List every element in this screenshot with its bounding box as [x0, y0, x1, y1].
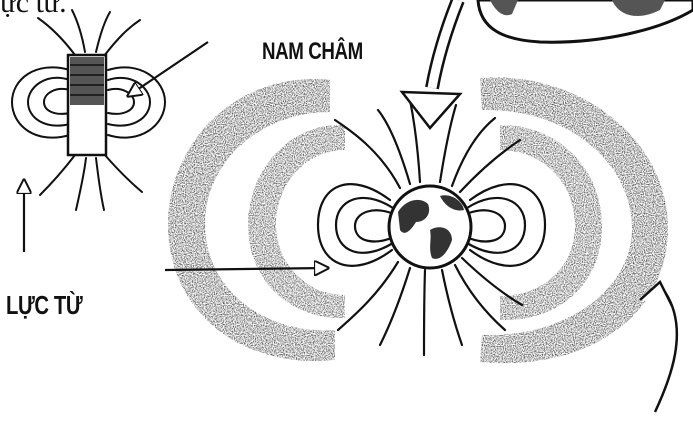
bar-magnet-icon — [12, 10, 165, 210]
curved-right-arrow — [640, 282, 677, 412]
magnet-label: NAM CHÂM — [262, 38, 363, 66]
globe-icon — [389, 186, 471, 268]
belt-left-inner — [248, 125, 345, 318]
top-caption-fragment: ực từ. — [0, 0, 66, 20]
source-figure — [478, 0, 693, 42]
magnetic-force-label: LỰC TỪ — [6, 290, 82, 321]
belt-right-outer — [480, 77, 668, 363]
belt-right-inner — [500, 125, 602, 320]
